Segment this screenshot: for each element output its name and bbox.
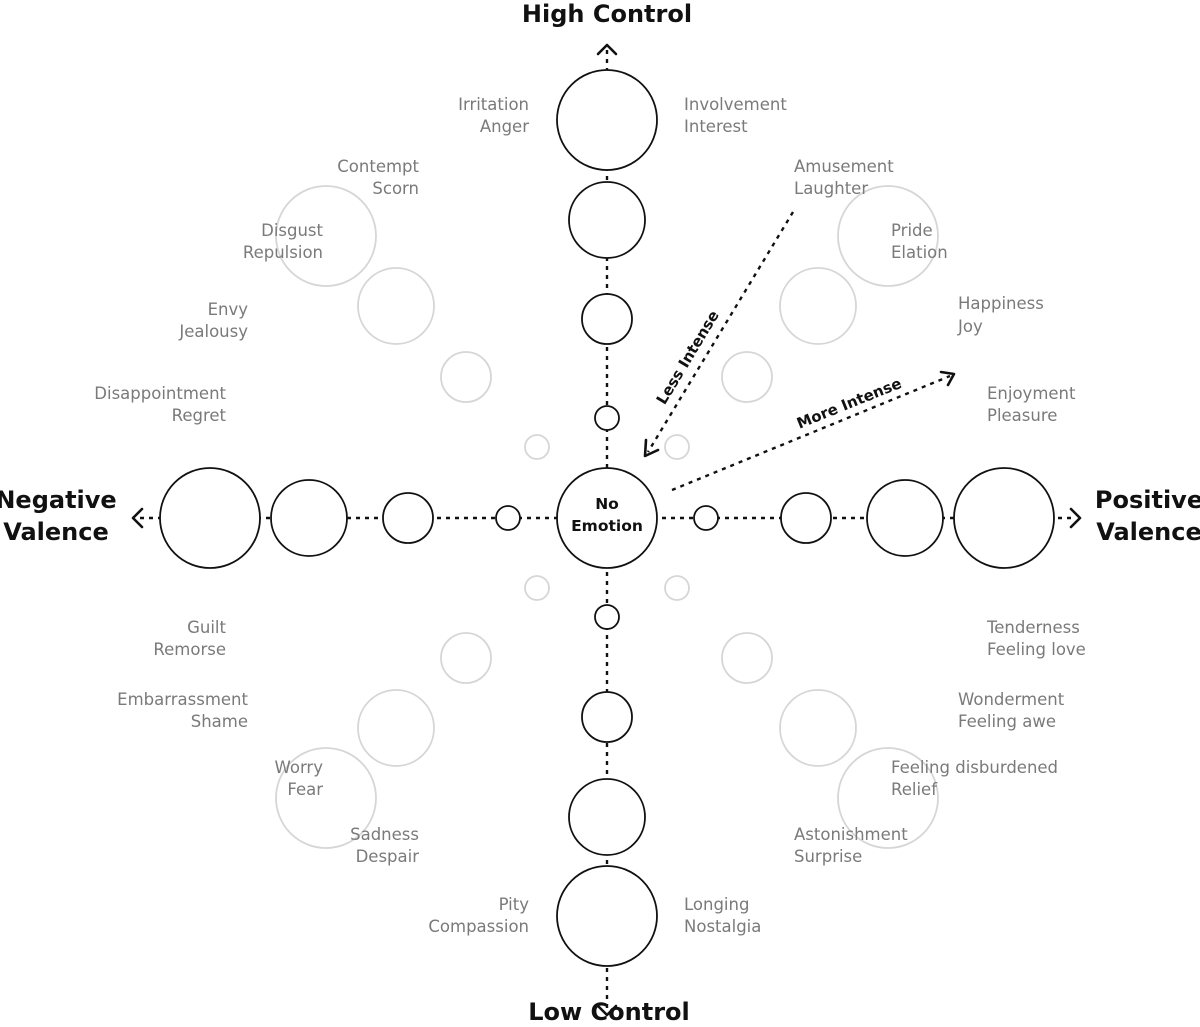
emotion-label: Pride [891, 221, 933, 240]
more-intense-line [671, 374, 951, 492]
emotion-label: Disappointment [94, 384, 226, 403]
emotion-label: Anger [480, 117, 529, 136]
faint-circle [779, 267, 857, 345]
emotion-label: Interest [684, 117, 748, 136]
axis-circle [594, 604, 620, 630]
axis-circle [581, 293, 633, 345]
emotion-label: Compassion [428, 917, 529, 936]
axis-circle [581, 691, 633, 743]
more-intense-label: More Intense [794, 374, 904, 432]
emotion-label: Surprise [794, 847, 862, 866]
emotion-label: Envy [208, 300, 249, 319]
faint-circle [440, 632, 492, 684]
axis-circle [556, 865, 658, 967]
emotion-label: Guilt [187, 618, 226, 637]
emotion-label: Longing [684, 895, 749, 914]
emotion-label: Irritation [458, 95, 529, 114]
emotion-label: Joy [957, 317, 983, 336]
emotion-label: Pleasure [987, 406, 1057, 425]
emotion-label: Relief [891, 780, 938, 799]
axis-title-left-line1: Negative [0, 486, 117, 514]
axis-title-left-line2: Valence [3, 518, 109, 546]
faint-circle [837, 185, 939, 287]
axis-circle [594, 405, 620, 431]
arrow-right-icon [1069, 507, 1082, 529]
less-intense-line [646, 211, 795, 453]
emotion-label: Worry [275, 758, 324, 777]
faint-circle [721, 632, 773, 684]
faint-circle [779, 689, 857, 767]
axis-title-right-line1: Positive [1095, 486, 1200, 514]
faint-circle [357, 267, 435, 345]
emotion-label: Nostalgia [684, 917, 761, 936]
faint-circle [721, 351, 773, 403]
emotion-label: Enjoyment [987, 384, 1076, 403]
faint-circles [275, 185, 939, 849]
emotion-label: Remorse [153, 640, 226, 659]
emotion-label: Pity [499, 895, 530, 914]
center-label-line1: No [595, 495, 619, 513]
emotion-label: Repulsion [243, 243, 323, 262]
emotion-label: Regret [172, 406, 227, 425]
axis-arrowheads [131, 43, 1082, 1017]
emotion-label: Jealousy [178, 322, 248, 341]
axis-circle [556, 69, 658, 171]
faint-circle [837, 747, 939, 849]
emotion-label: Involvement [684, 95, 787, 114]
axis-circle [382, 492, 434, 544]
faint-circle [440, 351, 492, 403]
emotion-label: Happiness [958, 294, 1044, 313]
axis-circles [159, 69, 1055, 967]
center-circle [556, 467, 658, 569]
faint-circle [275, 747, 377, 849]
emotion-label: Disgust [261, 221, 323, 240]
emotion-label: Feeling love [987, 640, 1086, 659]
axis-title-right-line2: Valence [1096, 518, 1200, 546]
faint-circle [664, 434, 690, 460]
emotion-label: Feeling disburdened [891, 758, 1058, 777]
axis-circle [693, 505, 719, 531]
emotion-label: Feeling awe [958, 712, 1056, 731]
faint-circle [524, 434, 550, 460]
emotion-label: Contempt [337, 157, 419, 176]
faint-circle [664, 575, 690, 601]
emotion-label: Elation [891, 243, 948, 262]
emotion-label: Sadness [350, 825, 419, 844]
more-intense-arrow-icon [939, 370, 956, 387]
emotion-labels-right: Involvement Interest Amusement Laughter … [684, 95, 1086, 936]
arrow-down-icon [596, 1004, 618, 1017]
emotion-label: Amusement [794, 157, 894, 176]
emotion-label: Despair [356, 847, 420, 866]
less-intense-arrow-icon [643, 438, 660, 458]
intensity-arrows [643, 211, 956, 492]
axis-circle [780, 492, 832, 544]
axis-circle [159, 467, 261, 569]
emotion-label: Astonishment [794, 825, 908, 844]
axis-circle [568, 181, 646, 259]
faint-circle [524, 575, 550, 601]
center-label-line2: Emotion [571, 517, 643, 535]
emotion-label: Shame [191, 712, 248, 731]
emotion-label: Fear [287, 780, 323, 799]
less-intense-label: Less Intense [653, 307, 723, 407]
arrow-left-icon [131, 507, 144, 529]
axis-title-top: High Control [522, 0, 692, 28]
emotion-labels-left: Irritation Anger Contempt Scorn Disgust … [94, 95, 529, 936]
arrow-up-icon [596, 43, 618, 56]
axis-circle [270, 479, 348, 557]
emotion-label: Tenderness [986, 618, 1080, 637]
axis-circle [866, 479, 944, 557]
axis-circle [568, 778, 646, 856]
emotion-label: Embarrassment [117, 690, 248, 709]
emotion-label: Wonderment [958, 690, 1065, 709]
axis-circle [495, 505, 521, 531]
emotion-label: Laughter [794, 179, 868, 198]
faint-circle [275, 185, 377, 287]
axis-circle [953, 467, 1055, 569]
emotion-label: Scorn [372, 179, 419, 198]
faint-circle [357, 689, 435, 767]
axis-title-bottom: Low Control [528, 998, 690, 1026]
